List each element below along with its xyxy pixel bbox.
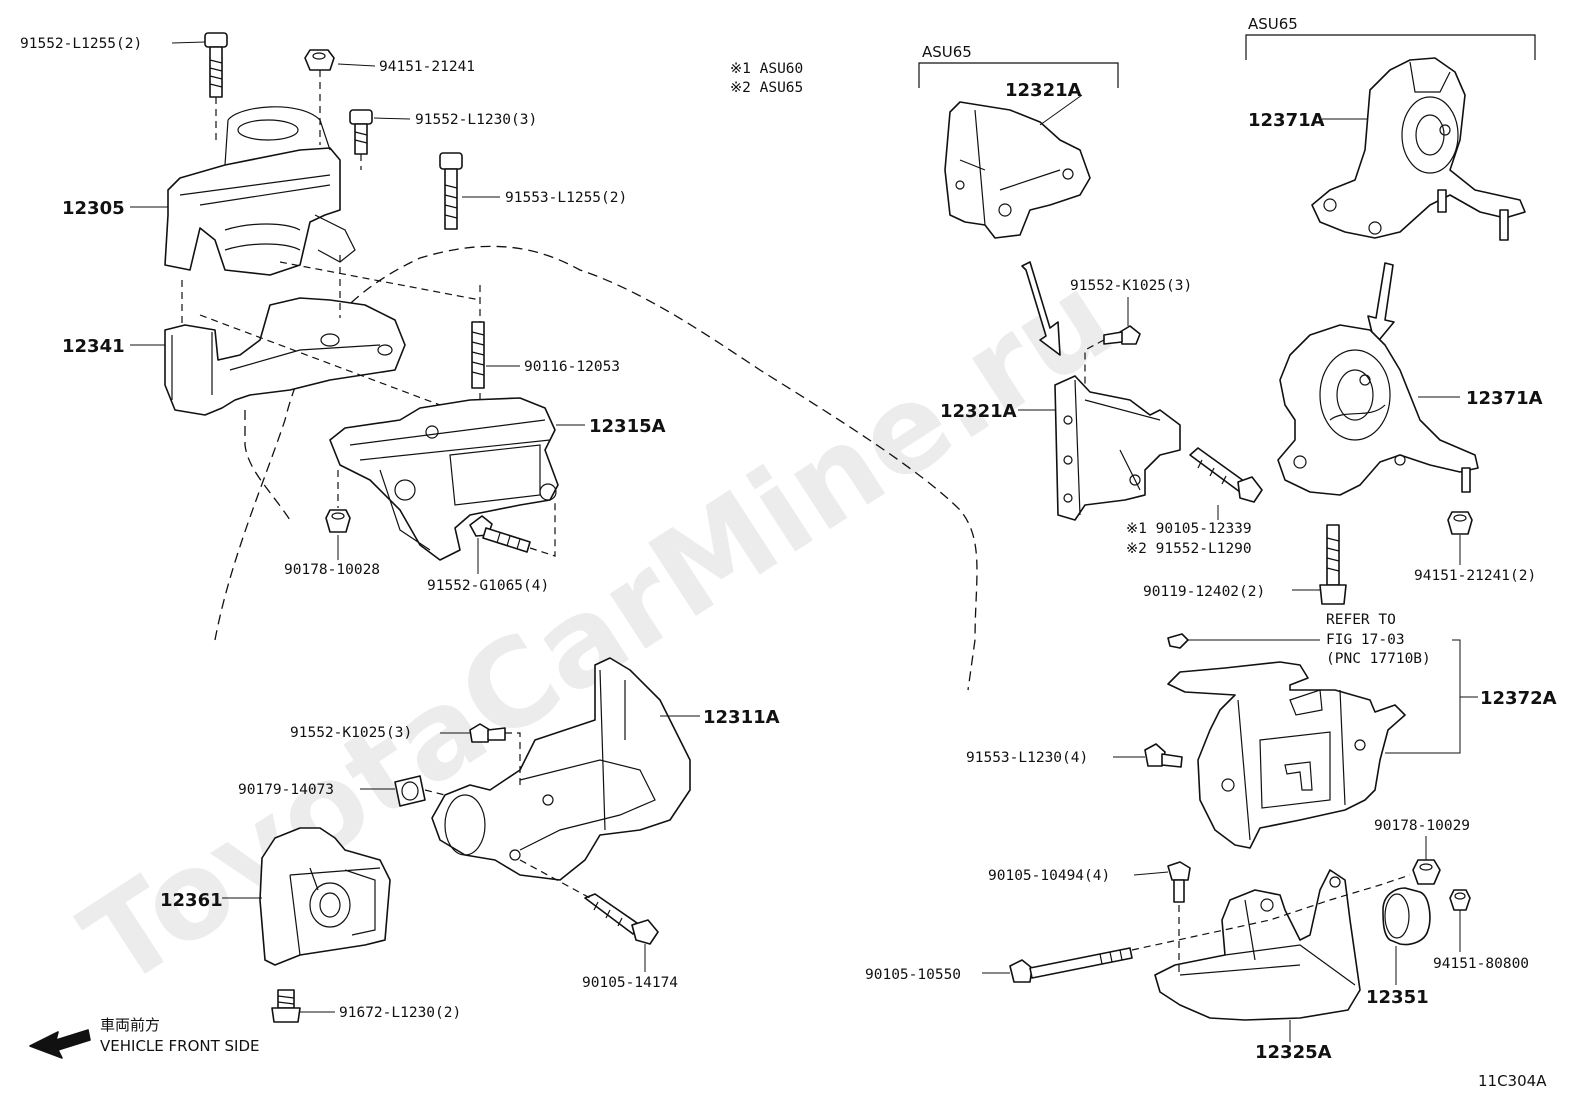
group-bracket-asu65-left — [918, 62, 1119, 88]
label-12311A: 12311A — [703, 707, 780, 728]
group-bracket-asu65-right — [1245, 34, 1536, 60]
label-90105-10550: 90105-10550 — [865, 967, 961, 983]
label-91672-L1230: 91672-L1230(2) — [339, 1005, 461, 1021]
label-90105-10494: 90105-10494(4) — [988, 868, 1110, 884]
label-91552-L1290: ※2 91552-L1290 — [1126, 541, 1252, 557]
label-94151-21241-right: 94151-21241(2) — [1414, 568, 1536, 584]
part-12372A-bracket — [1167, 661, 1406, 849]
engine-outline-inner — [244, 410, 291, 521]
nut-94151-80800 — [1449, 889, 1471, 911]
part-12311A-bracket — [431, 657, 691, 881]
guide-line — [505, 732, 521, 790]
label-90178-10029: 90178-10029 — [1374, 818, 1470, 834]
label-94151-21241-top: 94151-21241 — [379, 59, 475, 75]
front-label-en: VEHICLE FRONT SIDE — [100, 1037, 260, 1055]
clip-icon — [1167, 633, 1189, 649]
bolt-91552-L1230-top — [349, 109, 373, 155]
part-12321A-bracket — [1054, 375, 1181, 521]
part-12361-mount — [259, 827, 391, 966]
label-90116-12053: 90116-12053 — [524, 359, 620, 375]
label-12371A: 12371A — [1466, 388, 1543, 409]
bolt-90105-10494 — [1167, 861, 1191, 903]
part-12321A-top — [944, 101, 1091, 239]
down-arrow-icon — [1367, 262, 1395, 346]
front-label-jp: 車両前方 — [100, 1016, 160, 1034]
legend-note-1: ※1 ASU60 — [730, 61, 803, 77]
part-12325A-bracket — [1154, 869, 1361, 1021]
figure-code: 11C304A — [1478, 1072, 1547, 1090]
engine-outline — [214, 245, 978, 691]
part-12371A-mount — [1277, 324, 1479, 496]
bolt-90119-12402 — [1319, 524, 1347, 605]
bolt-91553-L1230 — [1144, 743, 1183, 768]
bolt-90105-12339 — [1189, 447, 1263, 503]
label-90105-12339: ※1 90105-12339 — [1126, 521, 1252, 537]
label-12315A: 12315A — [589, 416, 666, 437]
label-12321A-top: 12321A — [1005, 80, 1082, 101]
nut-94151-21241-right — [1447, 511, 1473, 535]
label-91552-L1255: 91552-L1255(2) — [20, 36, 142, 52]
bolt-91552-K1025-right — [1103, 325, 1141, 345]
guide-line — [424, 789, 446, 796]
bolt-91552-K1025-left — [469, 723, 506, 743]
label-90178-10028: 90178-10028 — [284, 562, 380, 578]
nut-90179-14073 — [394, 775, 426, 807]
legend-note-2: ※2 ASU65 — [730, 80, 803, 96]
label-12351: 12351 — [1366, 987, 1429, 1008]
label-90105-14174: 90105-14174 — [582, 975, 678, 991]
vehicle-front-arrow-icon — [29, 1029, 91, 1059]
bolt-91672-L1230 — [271, 989, 301, 1023]
stud-90116-12053 — [471, 321, 485, 389]
bolt-91553-L1255 — [439, 152, 463, 230]
guide-line — [215, 70, 362, 170]
label-90119-12402: 90119-12402(2) — [1143, 584, 1265, 600]
label-91553-L1255: 91553-L1255(2) — [505, 190, 627, 206]
guide-line — [1131, 874, 1411, 951]
label-12371A-top: 12371A — [1248, 110, 1325, 131]
bolt-90105-10550 — [1009, 947, 1133, 983]
bolt-90105-14174 — [584, 893, 659, 945]
guide-line — [519, 859, 591, 899]
label-91552-K1025-right: 91552-K1025(3) — [1070, 278, 1192, 294]
bushing-12351 — [1382, 887, 1431, 946]
label-12305: 12305 — [62, 198, 125, 219]
part-12305-mount — [164, 106, 356, 276]
label-12341: 12341 — [62, 336, 125, 357]
label-90179-14073: 90179-14073 — [238, 782, 334, 798]
guide-line — [181, 255, 481, 421]
label-12361: 12361 — [160, 890, 223, 911]
group-label-asu65-left: ASU65 — [922, 43, 972, 61]
part-12371A-top — [1311, 57, 1526, 241]
down-arrow-icon — [1021, 261, 1061, 356]
label-94151-80800: 94151-80800 — [1433, 956, 1529, 972]
nut-94151-21241-top — [304, 49, 335, 71]
label-12321A: 12321A — [940, 401, 1017, 422]
label-12325A: 12325A — [1255, 1042, 1332, 1063]
leader-lines — [130, 41, 1478, 1042]
group-label-asu65-right: ASU65 — [1248, 15, 1298, 33]
bolt-91552-L1255 — [204, 32, 228, 98]
nut-90178-10029 — [1412, 859, 1441, 885]
label-91552-K1025-left: 91552-K1025(3) — [290, 725, 412, 741]
part-12341-bracket — [164, 297, 406, 416]
label-12372A: 12372A — [1480, 688, 1557, 709]
bolt-91552-G1065 — [469, 515, 531, 553]
nut-90178-10028 — [325, 509, 351, 533]
refer-line-1: REFER TO — [1326, 612, 1396, 628]
refer-line-2: FIG 17-03 — [1326, 632, 1405, 648]
part-12315A-bracket — [329, 397, 559, 561]
guide-line — [529, 500, 556, 557]
label-91552-L1230: 91552-L1230(3) — [415, 112, 537, 128]
label-91552-G1065: 91552-G1065(4) — [427, 578, 549, 594]
refer-line-3: (PNC 17710B) — [1326, 651, 1431, 667]
label-91553-L1230: 91553-L1230(4) — [966, 750, 1088, 766]
